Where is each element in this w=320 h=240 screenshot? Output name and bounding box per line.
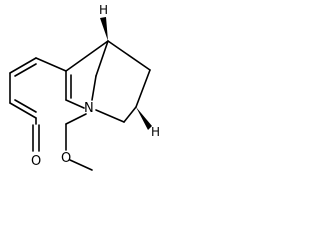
- bond-ring-top-right: [35, 57, 67, 72]
- bond-bridge-to-n: [91, 75, 97, 101]
- bond-o-to-methyl: [69, 159, 93, 171]
- bond-ring-top-left: [9, 57, 37, 74]
- stereo-wedge-right: [136, 107, 152, 130]
- bond-bridgehead-down: [95, 40, 109, 77]
- nitrogen-atom-label: N: [84, 101, 94, 116]
- bond-ring-bottom-left-inner: [14, 99, 37, 113]
- bond-fused-to-bridgehead: [65, 40, 109, 72]
- bond-right-down: [135, 69, 151, 108]
- hydrogen-right-label: H: [151, 125, 160, 139]
- bond-ch2-to-bridgehead2: [123, 106, 137, 123]
- chemical-structure: N O O H H: [9, 3, 160, 171]
- bond-ring-top-left-inner: [14, 63, 37, 77]
- bond-ring-to-n: [65, 99, 85, 109]
- bond-n-to-ch2: [95, 109, 125, 123]
- hydrogen-top-label: H: [99, 3, 108, 17]
- bond-bridgehead-right: [107, 40, 151, 71]
- bond-set: [9, 40, 151, 171]
- carbonyl-oxygen-label: O: [31, 154, 41, 169]
- stereo-wedge-top: [100, 17, 108, 41]
- bond-ring-bottom-left: [9, 102, 37, 119]
- bond-n-to-ester-c: [65, 113, 87, 125]
- ester-oxygen-label: O: [61, 151, 71, 166]
